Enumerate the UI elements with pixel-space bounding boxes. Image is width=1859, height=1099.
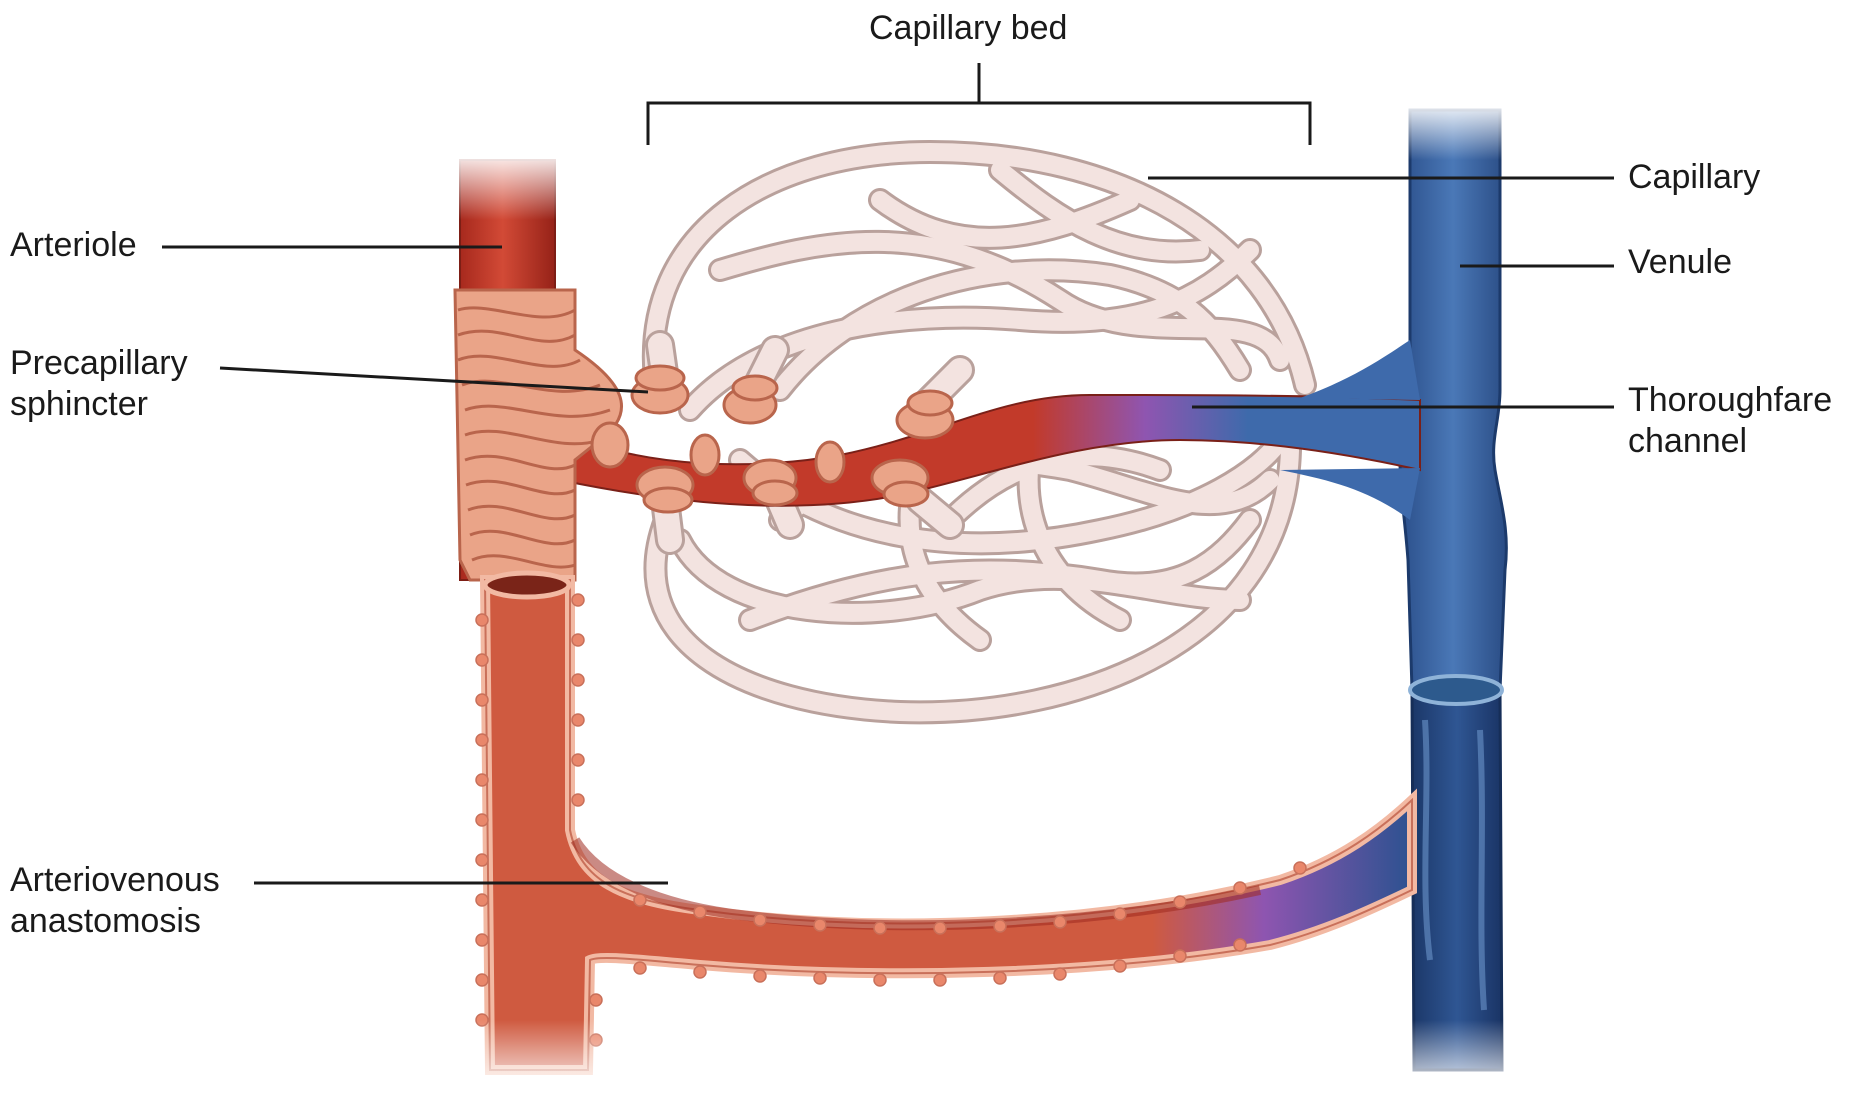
smooth-muscle-wrap — [453, 288, 623, 582]
label-arteriovenous-anastomosis: Arteriovenous anastomosis — [10, 860, 220, 942]
label-capillary-bed-text: Capillary bed — [869, 9, 1068, 47]
label-precapillary-line-2: sphincter — [10, 385, 148, 423]
venule — [1398, 100, 1510, 1099]
capillary-bed-bracket — [646, 101, 1312, 145]
label-anastomosis-line-1: Arteriovenous — [10, 861, 220, 899]
label-venule: Venule — [1628, 242, 1732, 283]
label-capillary: Capillary — [1628, 157, 1760, 198]
label-arteriole-text: Arteriole — [10, 226, 137, 264]
label-thoroughfare-channel: Thoroughfare channel — [1628, 380, 1832, 462]
label-precapillary-sphincter: Precapillary sphincter — [10, 343, 188, 425]
label-thoroughfare-line-2: channel — [1628, 422, 1748, 460]
label-capillary-bed: Capillary bed — [869, 8, 1067, 49]
precapillary-sphincters — [590, 364, 955, 514]
label-anastomosis-line-2: anastomosis — [10, 902, 201, 940]
label-precapillary-line-1: Precapillary — [10, 344, 188, 382]
arteriovenous-anastomosis — [470, 570, 1417, 1099]
leader-lines — [162, 63, 1614, 885]
label-arteriole: Arteriole — [10, 225, 137, 266]
label-thoroughfare-line-1: Thoroughfare — [1628, 381, 1833, 419]
label-capillary-text: Capillary — [1628, 158, 1761, 196]
label-venule-text: Venule — [1628, 243, 1732, 281]
capillary-network — [641, 139, 1317, 725]
precapillary-leader — [219, 366, 649, 394]
